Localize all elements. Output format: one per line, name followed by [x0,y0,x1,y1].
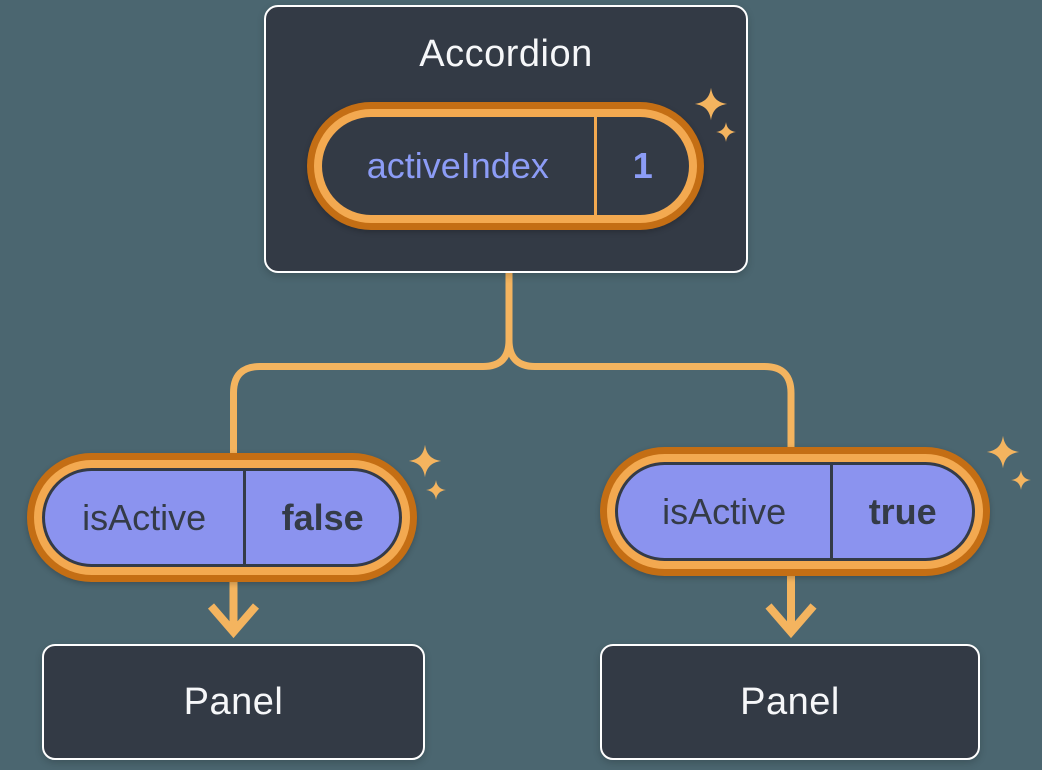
state-pill-divider [593,117,597,215]
panel-box-left: Panel [42,644,425,760]
sparkle-large-icon [408,444,442,478]
connector-left-branch [230,270,513,470]
accordion-title: Accordion [419,33,593,75]
state-pill-active-index: activeIndex 1 [307,102,704,230]
prop-pill-isactive-true: isActive true [600,447,990,576]
state-value-label: 1 [632,145,653,186]
panel-label: Panel [740,680,840,723]
arrow-right-head-icon [765,603,817,639]
panel-label: Panel [183,680,284,723]
connector-right-branch [505,270,795,465]
prop-pill-isactive-false: isActive false [27,453,417,582]
prop-pill-inner-ring: isActive false [34,460,410,575]
prop-value-label: false [281,496,364,538]
sparkle-small-icon [1011,470,1031,490]
prop-name-label: isActive [82,496,207,538]
state-pill-inner-ring: activeIndex 1 [314,109,697,223]
prop-name-label: isActive [662,490,787,532]
sparkle-small-icon [426,480,446,500]
prop-pill-inner-ring: isActive true [607,454,983,569]
prop-pill-divider [243,471,247,564]
arrow-left-head-icon [207,603,260,639]
sparkle-small-icon [716,122,736,142]
prop-pill-divider [830,465,834,558]
accordion-component-box: Accordion activeIndex 1 [264,5,748,273]
state-name-label: activeIndex [366,145,549,186]
sparkle-large-icon [694,87,728,121]
sparkle-large-icon [986,435,1020,469]
panel-box-right: Panel [600,644,980,760]
prop-value-label: true [868,490,937,532]
